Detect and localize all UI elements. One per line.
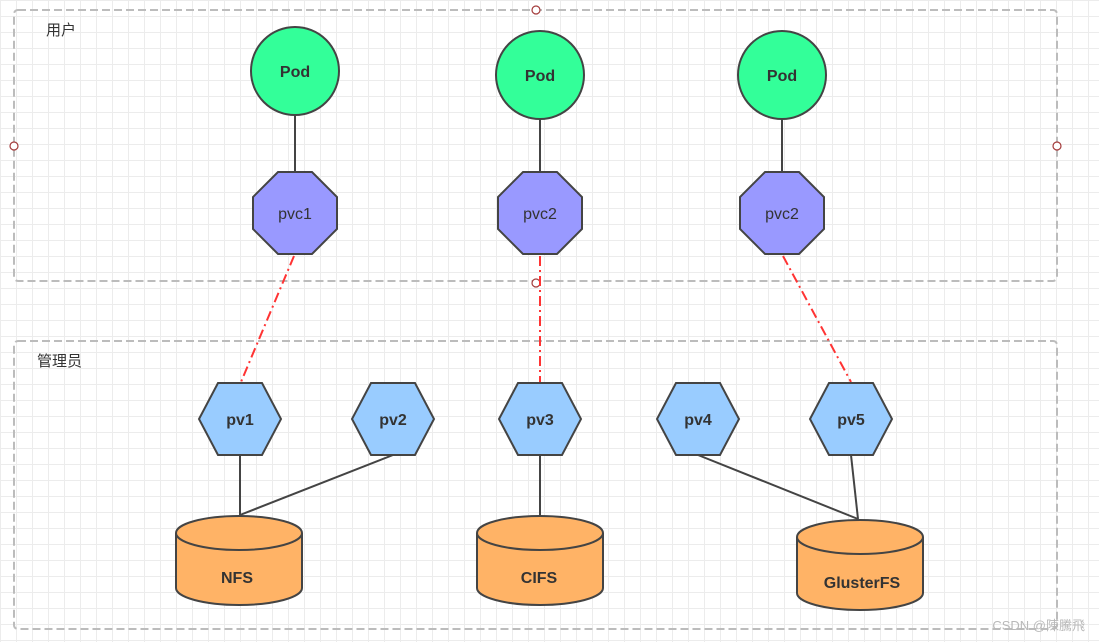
- selection-handle-bottom[interactable]: [531, 278, 541, 288]
- pod-node[interactable]: Pod: [737, 30, 827, 120]
- pod-label: Pod: [280, 64, 310, 81]
- pvc-node[interactable]: pvc2: [497, 171, 583, 255]
- selection-handle-left[interactable]: [9, 141, 19, 151]
- binding-lines: [240, 255, 852, 383]
- pv-node[interactable]: pv1: [197, 382, 283, 456]
- pv-node[interactable]: pv5: [808, 382, 894, 456]
- pvc-node[interactable]: pvc2: [739, 171, 825, 255]
- pv-label: pv3: [526, 412, 554, 429]
- pv-label: pv4: [684, 412, 712, 429]
- pv-node[interactable]: pv4: [655, 382, 741, 456]
- pvc-label: pvc1: [278, 206, 312, 223]
- storage-node[interactable]: NFS: [175, 515, 303, 606]
- selection-handle-top[interactable]: [531, 5, 541, 15]
- admin-group-label: 管理员: [37, 353, 82, 370]
- connector-line: [239, 454, 394, 516]
- pod-label: Pod: [525, 68, 555, 85]
- storage-label: NFS: [221, 570, 253, 587]
- user-group-label: 用户: [46, 22, 76, 39]
- selection-handle-right[interactable]: [1052, 141, 1062, 151]
- storage-label: GlusterFS: [824, 575, 901, 592]
- pod-node[interactable]: Pod: [250, 26, 340, 116]
- pv-label: pv1: [226, 412, 254, 429]
- pv-node[interactable]: pv2: [350, 382, 436, 456]
- pvc-label: pvc2: [523, 206, 557, 223]
- storage-label: CIFS: [521, 570, 558, 587]
- pvc-node[interactable]: pvc1: [252, 171, 338, 255]
- pod-pvc-connectors: [294, 115, 783, 172]
- pvc-label: pvc2: [765, 206, 799, 223]
- pv-storage-connectors: [239, 454, 859, 520]
- csdn-watermark: CSDN @陳騰飛: [992, 618, 1085, 633]
- pv-label: pv2: [379, 412, 407, 429]
- storage-node[interactable]: CIFS: [476, 515, 604, 606]
- admin-group-frame[interactable]: [13, 340, 1058, 630]
- binding-line[interactable]: [240, 255, 295, 383]
- selection-handles: [9, 5, 1062, 288]
- pv-label: pv5: [837, 412, 865, 429]
- pv-node[interactable]: pv3: [497, 382, 583, 456]
- storage-node[interactable]: GlusterFS: [796, 519, 924, 611]
- connector-line: [697, 454, 859, 520]
- pod-label: Pod: [767, 68, 797, 85]
- pod-node[interactable]: Pod: [495, 30, 585, 120]
- connector-line: [850, 454, 859, 520]
- binding-line[interactable]: [782, 255, 852, 383]
